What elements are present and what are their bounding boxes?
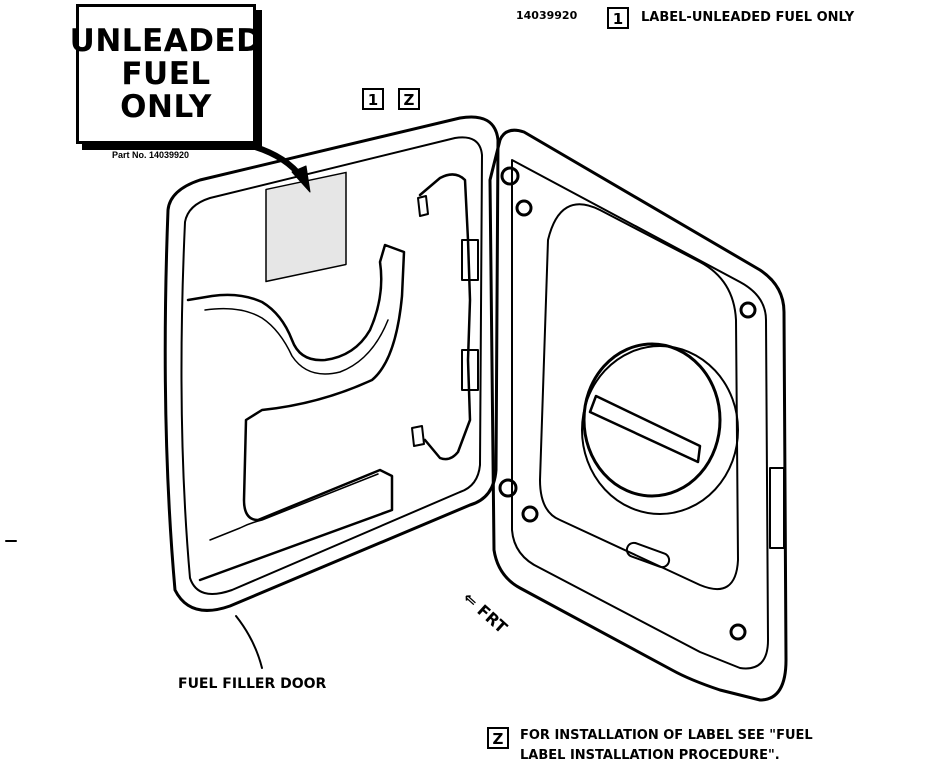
door-recess-inner <box>204 307 389 375</box>
door-recess <box>186 243 406 582</box>
unleaded-fuel-label-sign: UNLEADED FUEL ONLY <box>70 4 262 144</box>
legend-item2-line1: FOR INSTALLATION OF LABEL SEE "FUEL <box>520 728 813 743</box>
label-leader-arrowhead <box>291 165 311 193</box>
callout-box-1: 1 <box>362 88 384 110</box>
fuel-cap-handle <box>588 394 702 464</box>
callout-box-2: Z <box>398 88 420 110</box>
screw-right-upper <box>739 301 757 319</box>
fuel-pocket-floor <box>539 203 739 590</box>
legend-item2-line2: LABEL INSTALLATION PROCEDURE". <box>520 748 780 763</box>
screw-lower-inner <box>521 505 539 523</box>
hinge-sleeve-lower <box>461 349 479 391</box>
fuel-cap-rim <box>581 345 739 515</box>
screw-lower-left <box>498 478 518 498</box>
label-sign-line1: UNLEADED <box>69 22 263 59</box>
door-leader-line <box>235 615 263 669</box>
screw-right-lower <box>729 623 747 641</box>
label-area <box>265 171 347 283</box>
door-inner-rim <box>180 136 483 595</box>
fuel-filler-door-caption: FUEL FILLER DOOR <box>178 676 327 692</box>
fuel-pocket-housing <box>488 128 788 702</box>
legend-item1-text: LABEL-UNLEADED FUEL ONLY <box>641 10 855 25</box>
hinge-clip-upper <box>417 195 429 217</box>
screw-upper-left <box>500 166 520 186</box>
hinge-sleeve-upper <box>461 239 479 281</box>
hinge-clip-lower <box>411 425 425 447</box>
screw-upper-inner <box>515 199 533 217</box>
legend-item1-box: 1 <box>607 7 629 29</box>
label-sign-line2: FUEL <box>121 55 211 92</box>
door-outer-panel <box>163 115 500 612</box>
drain-slot <box>625 541 671 569</box>
legend-item2-box: Z <box>487 727 509 749</box>
label-part-number: Part No. 14039920 <box>112 150 190 160</box>
housing-tab <box>769 467 785 549</box>
door-lower-pocket <box>209 473 379 541</box>
fuel-cap <box>582 342 722 498</box>
label-sign-line3: ONLY <box>120 88 212 125</box>
hinge-rod <box>418 173 472 461</box>
legend-part-number: 14039920 <box>516 9 578 22</box>
fuel-pocket-inner <box>511 159 769 670</box>
